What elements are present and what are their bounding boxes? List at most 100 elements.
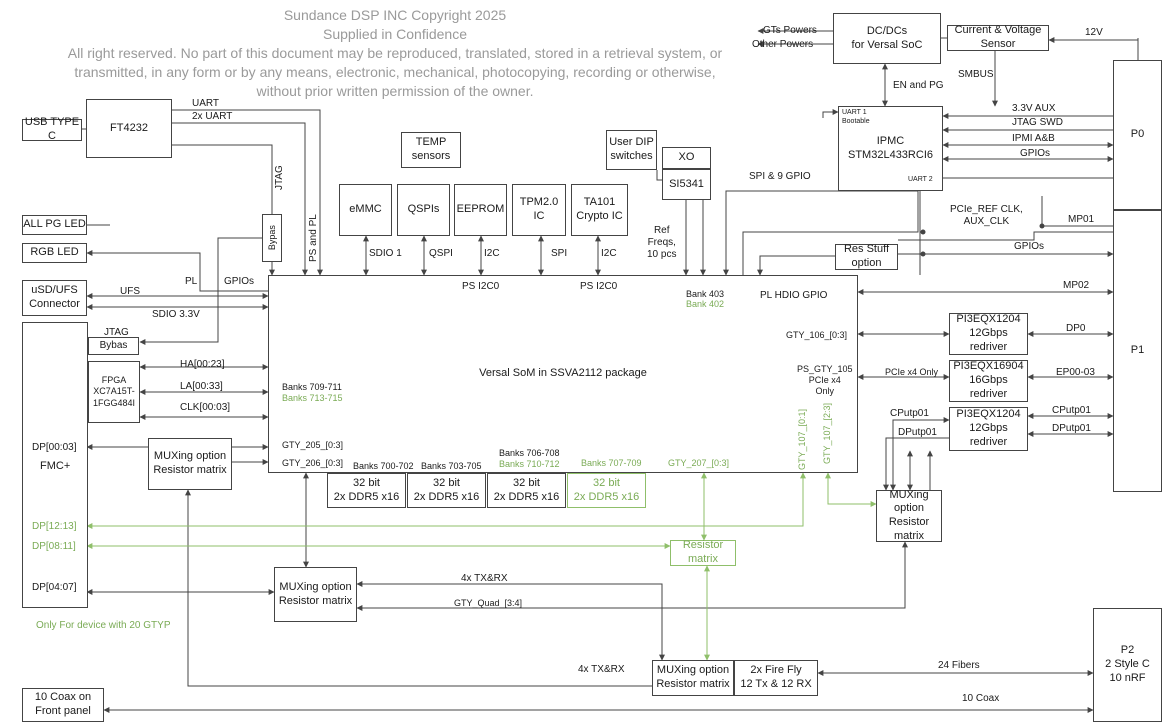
gty205-label: GTY_205_[0:3]: [282, 440, 344, 450]
uart-2x-label: 2x UART: [192, 111, 233, 122]
ep00-03-label: EP00-03: [1056, 367, 1095, 378]
sdio1-label: SDIO 1: [369, 248, 402, 259]
usd-ufs-connector: uSD/UFS Connector: [22, 280, 87, 316]
mux-right-resistor-matrix: MUXing option Resistor matrix: [876, 489, 942, 542]
10-coax-label: 10 Coax: [962, 693, 1000, 704]
dp0-label: DP0: [1066, 323, 1086, 334]
banks-707-709-label: Banks 707-709: [581, 458, 642, 468]
res-stuff-option: Res Stuff option: [835, 243, 898, 270]
wire-spi9: [723, 190, 918, 276]
firefly-transceiver: 2x Fire Fly 12 Tx & 12 RX: [734, 660, 818, 696]
emmc: eMMC: [339, 184, 392, 236]
versal-som: Versal SoM in SSVA2112 package: [268, 275, 858, 473]
banks-706-708-label: Banks 706-708: [499, 448, 560, 458]
tpm-ic: TPM2.0 IC: [512, 184, 566, 236]
wire-resstuff: [757, 255, 835, 276]
i2c-label-1: I2C: [484, 248, 500, 259]
spi-label: SPI: [551, 248, 568, 259]
copyright-line-4: transmitted, in any form or by any means…: [74, 64, 716, 80]
eeprom: EEPROM: [454, 184, 507, 236]
dp0003-label: DP[00:03]: [32, 442, 77, 453]
copyright-line-5: without prior written permission of the …: [256, 83, 534, 99]
junction-dot: [1039, 223, 1045, 229]
mp02-label: MP02: [1063, 280, 1090, 291]
only-20-gtyp-note: Only For device with 20 GTYP: [36, 620, 171, 631]
wire-pcie-ref: [898, 231, 1113, 241]
dp1213-label: DP[12:13]: [32, 521, 77, 532]
en-and-pg-label: EN and PG: [893, 80, 944, 91]
pl-label: PL: [185, 276, 198, 287]
ipmc-part-number: STM32L433RCI6: [848, 148, 933, 161]
ipmc-controller: IPMC STM32L433RCI6: [838, 106, 943, 191]
mux-firefly-resistor-matrix: MUXing option Resistor matrix: [652, 660, 734, 696]
gty107a-label: GTY_107_[0:1]: [797, 408, 807, 470]
banks-709-711-label: Banks 709-711: [282, 382, 342, 392]
wire-gty107b: [825, 472, 877, 507]
ipmi-label: IPMI A&B: [1012, 133, 1055, 144]
qspi-label: QSPI: [429, 248, 453, 259]
wire-dputp-l: [883, 437, 949, 491]
si5341-clock: SI5341: [662, 169, 711, 200]
ref-freqs-label: Ref Freqs, 10 pcs: [647, 225, 677, 260]
fpga-chip: FPGA XC7A15T- 1FGG484I: [88, 361, 140, 423]
banks-703-705-label: Banks 703-705: [421, 461, 482, 471]
p0-connector: P0: [1113, 60, 1162, 210]
bypas-switch: Bypas: [262, 214, 282, 262]
ddr5-bank-706: 32 bit 2x DDR5 x16: [487, 473, 566, 508]
other-powers-label: Other Powers: [752, 39, 814, 50]
copyright-line-3: All right reserved. No part of this docu…: [67, 45, 723, 61]
ddr5-bank-707: 32 bit 2x DDR5 x16: [567, 473, 646, 508]
ipmc-bootable-label: Bootable: [842, 118, 870, 125]
redriver-dp0: PI3EQX1204 12Gbps redriver: [949, 313, 1028, 355]
ft4232-chip: FT4232: [86, 99, 172, 158]
dputp01-label-left: DPutp01: [898, 427, 937, 438]
ps-i2c0-label-b: PS I2C0: [580, 281, 618, 292]
uart-label: UART: [192, 98, 220, 109]
gpios-left-label: GPIOs: [224, 276, 255, 287]
wire-muxleft-ff: [185, 489, 652, 687]
resistor-matrix-green: Resistor matrix: [670, 539, 736, 566]
bybas-switch: Bybas: [88, 337, 139, 355]
ipmc-uart2-label: UART 2: [908, 176, 933, 183]
rgb-led: RGB LED: [22, 243, 87, 263]
pcie-ref-clk-label: PCIe_REF CLK, AUX_CLK: [950, 204, 1023, 227]
wire-rgb: [86, 250, 268, 292]
wire-cputp-l: [890, 417, 950, 491]
gty107b-label: GTY_107_[2:3]: [822, 402, 832, 464]
ps-gty-105-label: PS_GTY_105 PCIe x4 Only: [797, 364, 853, 396]
p2-connector: P2 2 Style C 10 nRF: [1093, 608, 1162, 722]
smbus-label: SMBUS: [958, 69, 994, 80]
pl-hdio-gpio-label: PL HDIO GPIO: [760, 290, 828, 301]
all-pg-led: ALL PG LED: [22, 215, 87, 235]
wire-dp1213: [86, 472, 806, 529]
ipmc-uart1-label: UART 1: [842, 109, 867, 116]
usb-type-c-connector: USB TYPE C: [22, 116, 82, 142]
coax-front-panel: 10 Coax on Front panel: [22, 688, 104, 722]
24-fibers-label: 24 Fibers: [938, 660, 980, 671]
redriver-pcie: PI3EQX16904 16Gbps redriver: [949, 360, 1028, 402]
wire-uart1: [822, 109, 839, 118]
gty-quad-label: GTY_Quad_[3:4]: [454, 598, 523, 608]
temp-sensors: TEMP sensors: [401, 132, 461, 168]
mp01-label: MP01: [1068, 214, 1095, 225]
ufs-label: UFS: [120, 286, 140, 297]
junction-dot: [920, 251, 926, 257]
redriver-cputp: PI3EQX1204 12Gbps redriver: [949, 407, 1028, 451]
dputp01-label-right: DPutp01: [1052, 423, 1091, 434]
wire-uart: [171, 109, 323, 276]
wire-4xtx-a: [356, 581, 665, 661]
gty207-label: GTY_207_[0:3]: [668, 458, 730, 468]
banks-710-712-label: Banks 710-712: [499, 459, 560, 469]
wire-bypas-bybas: [139, 237, 262, 345]
wire-ipmc-bank: [742, 191, 919, 275]
ps-i2c0-label-a: PS I2C0: [462, 281, 500, 292]
ipmc-title: IPMC: [876, 134, 905, 147]
aux-33v-label: 3.3V AUX: [1012, 103, 1056, 114]
dcdc-versal: DC/DCs for Versal SoC: [833, 13, 941, 64]
bypas-label: Bypas: [266, 225, 277, 251]
user-dip-switches: User DIP switches: [606, 130, 657, 170]
xo-oscillator: XO: [662, 147, 711, 169]
mux-bottom-resistor-matrix: MUXing option Resistor matrix: [274, 567, 357, 622]
4x-txrx-label-b: 4x TX&RX: [578, 664, 625, 675]
ddr5-bank-703: 32 bit 2x DDR5 x16: [407, 473, 486, 508]
